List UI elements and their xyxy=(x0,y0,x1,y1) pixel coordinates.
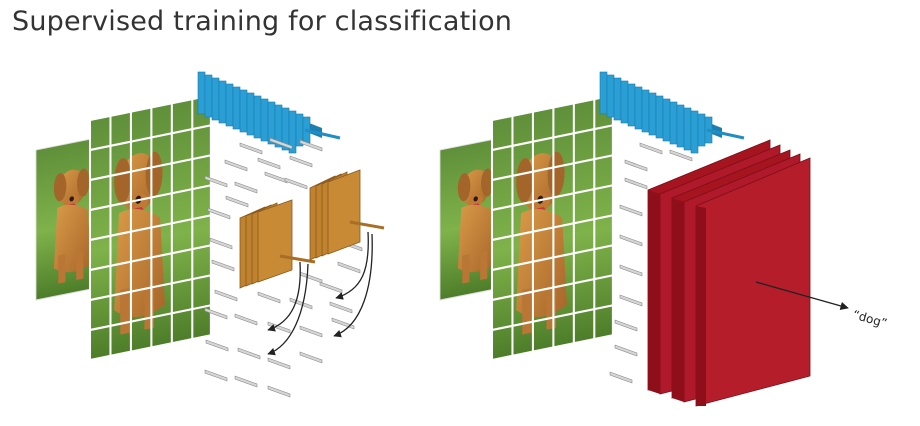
output-arrow xyxy=(755,281,849,310)
orange-filter-back xyxy=(309,169,385,261)
orange-filter-front xyxy=(239,199,316,289)
output-label: “dog” xyxy=(851,307,889,330)
blue-filter-bank-right xyxy=(599,71,745,154)
connection-arrows xyxy=(267,231,373,356)
slide-title: Supervised training for classification xyxy=(12,6,513,37)
left-panel xyxy=(35,71,385,398)
grid-photo xyxy=(88,93,212,362)
right-panel: “dog” xyxy=(439,71,889,407)
grid-photo-right xyxy=(490,93,614,362)
blue-filter-bank xyxy=(197,71,341,154)
red-filter-stack xyxy=(647,139,811,407)
